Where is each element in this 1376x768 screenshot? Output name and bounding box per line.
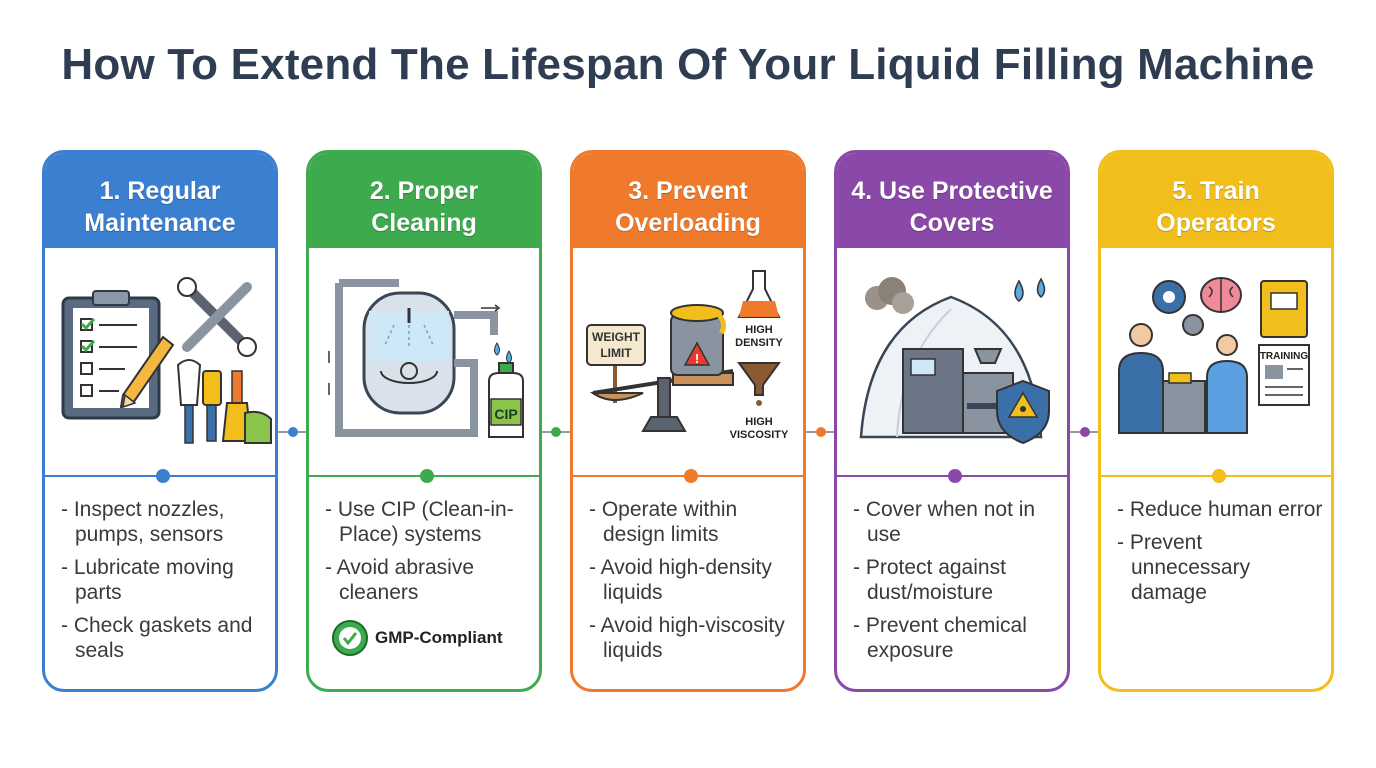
training-illustration: TRAINING [1118, 277, 1310, 434]
card-heading: 1. Regular Maintenance [84, 177, 236, 237]
card-protective-covers: 4. Use Protective Covers [834, 150, 1070, 692]
bullet-list: - Cover when not in use - Protect agains… [853, 497, 1063, 671]
bullet-item: - Protect against dust/moisture [853, 556, 1006, 604]
svg-text:!: ! [695, 351, 699, 366]
divider-dot [948, 469, 962, 483]
dust-cloud-icon [865, 277, 914, 314]
card-heading: 4. Use Protective Covers [851, 177, 1053, 237]
svg-text:CIP: CIP [494, 406, 517, 422]
maintenance-illustration [61, 277, 272, 444]
brushes-icon [176, 359, 272, 444]
bullet-item: - Prevent unnecessary damage [1117, 531, 1251, 604]
bullet-item: - Inspect nozzles, pumps, sensors [61, 498, 225, 546]
svg-text:DENSITY: DENSITY [735, 337, 783, 349]
cleaning-illustration: CIP [328, 279, 524, 438]
svg-text:LIMIT: LIMIT [600, 346, 632, 360]
brain-icon [1200, 277, 1242, 313]
bullet-item: - Avoid abrasive cleaners [325, 556, 475, 604]
water-drops-icon [1014, 277, 1046, 302]
filling-machine-icon [902, 348, 1014, 434]
bullet-item: - Lubricate moving parts [61, 556, 234, 604]
bullet-item: - Cover when not in use [853, 498, 1036, 546]
protective-cover-illustration [859, 277, 1050, 445]
card-train-operators: 5. Train Operators TRAINING [1098, 150, 1334, 692]
weight-limit-sign-icon: WEIGHT LIMIT [586, 324, 646, 403]
divider-dot [156, 469, 170, 483]
bullet-list: - Inspect nozzles, pumps, sensors - Lubr… [61, 497, 271, 671]
water-drops-icon [494, 342, 512, 364]
svg-text:HIGH: HIGH [745, 416, 773, 428]
overloading-illustration: WEIGHT LIMIT ! HIGH DENSITY HIGH [586, 270, 789, 441]
card-header: 4. Use Protective Covers [837, 153, 1067, 248]
divider-dot [420, 469, 434, 483]
bullet-list: - Operate within design limits - Avoid h… [589, 497, 799, 671]
clipboard-checklist-icon [61, 290, 161, 420]
card-heading: 2. Proper Cleaning [369, 177, 479, 237]
card-heading: 5. Train Operators [1156, 177, 1276, 237]
overfilled-container-icon: ! [670, 304, 727, 376]
gmp-badge: GMP-Compliant [331, 619, 503, 657]
operators-icon [1118, 323, 1248, 434]
funnel-icon: HIGH VISCOSITY [730, 362, 789, 441]
card-header: 1. Regular Maintenance [45, 153, 275, 248]
card-heading: 3. Prevent Overloading [615, 177, 761, 237]
card-prevent-overloading: 3. Prevent Overloading WEIGHT LIMIT ! HI… [570, 150, 806, 692]
book-icon [1260, 280, 1308, 338]
gmp-check-seal-icon [332, 620, 368, 656]
cip-bottle-icon: CIP [488, 362, 524, 438]
bullet-list: - Reduce human error - Prevent unnecessa… [1117, 497, 1327, 613]
bullet-item: - Reduce human error [1117, 498, 1323, 521]
card-header: 5. Train Operators [1101, 153, 1331, 248]
bullet-item: - Prevent chemical exposure [853, 614, 1027, 662]
pencil-icon [119, 335, 175, 409]
bullet-item: - Avoid high-density liquids [589, 556, 772, 604]
card-header: 3. Prevent Overloading [573, 153, 803, 248]
bullet-list: - Use CIP (Clean-in-Place) systems - Avo… [325, 497, 535, 613]
wrench-icon [177, 277, 257, 357]
card-header: 2. Proper Cleaning [309, 153, 539, 248]
bullet-item: - Avoid high-viscosity liquids [589, 614, 785, 662]
svg-text:VISCOSITY: VISCOSITY [730, 429, 789, 441]
svg-text:WEIGHT: WEIGHT [592, 330, 641, 344]
bullet-item: - Operate within design limits [589, 498, 738, 546]
bullet-item: - Check gaskets and seals [61, 614, 253, 662]
svg-text:TRAINING: TRAINING [1260, 351, 1309, 362]
divider-dot [684, 469, 698, 483]
gears-icon [1152, 280, 1204, 336]
svg-text:HIGH: HIGH [745, 324, 773, 336]
card-proper-cleaning: 2. Proper Cleaning CIP [306, 150, 542, 692]
hazard-shield-icon [996, 379, 1050, 445]
badge-label: GMP-Compliant [375, 628, 503, 647]
flask-icon: HIGH DENSITY [735, 270, 783, 349]
training-sheet-icon: TRAINING [1258, 344, 1310, 406]
card-regular-maintenance: 1. Regular Maintenance [42, 150, 278, 692]
bullet-item: - Use CIP (Clean-in-Place) systems [325, 498, 514, 546]
divider-dot [1212, 469, 1226, 483]
cip-tank-icon [328, 279, 501, 437]
page-title: How To Extend The Lifespan Of Your Liqui… [61, 40, 1315, 89]
